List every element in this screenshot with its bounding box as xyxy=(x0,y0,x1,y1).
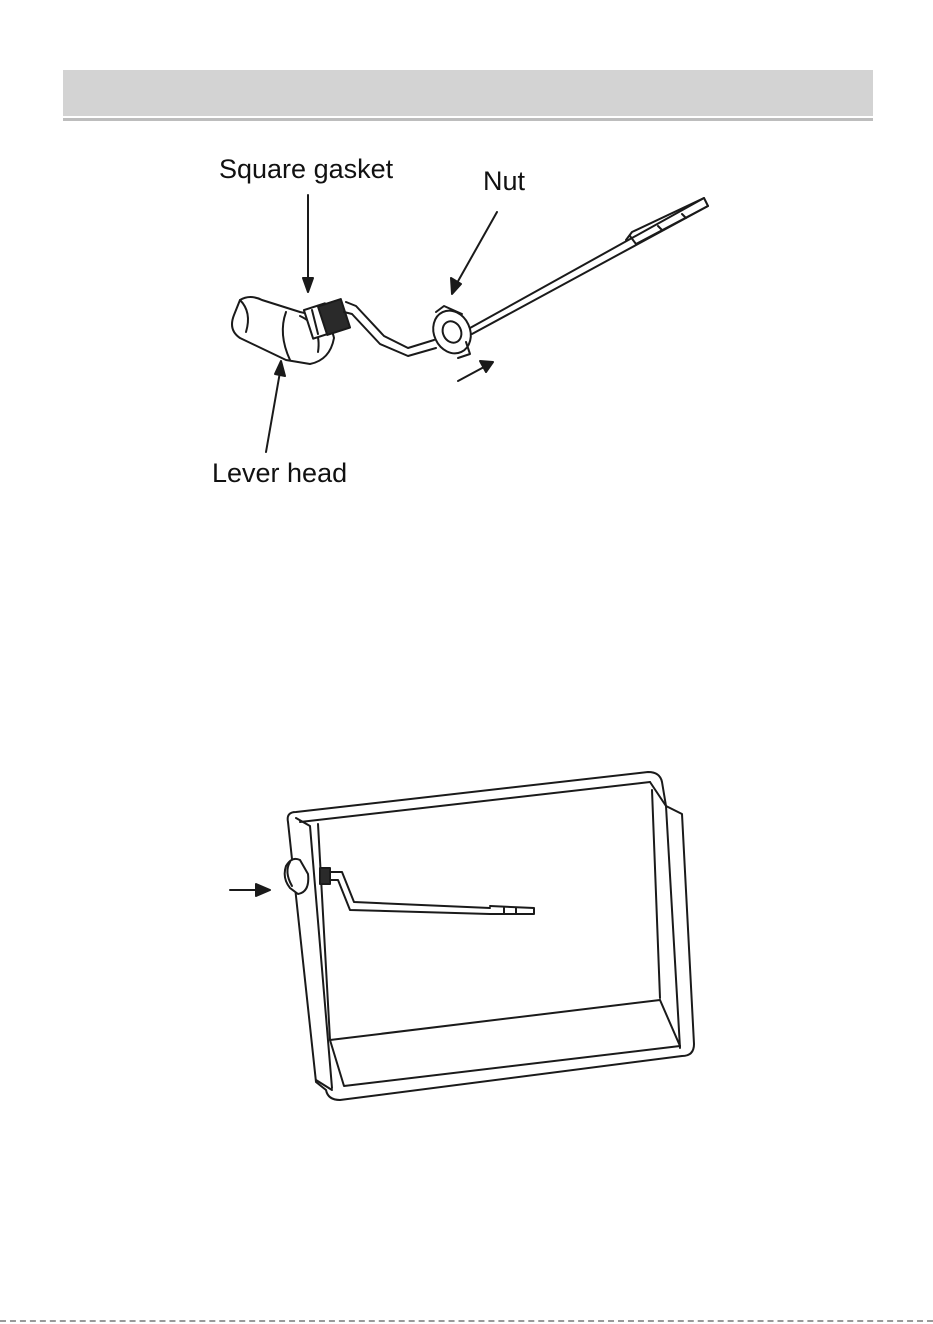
page-bottom-edge xyxy=(0,1320,933,1322)
tank-outline xyxy=(288,772,694,1100)
installed-fitting xyxy=(320,868,330,884)
insert-arrow xyxy=(230,884,270,896)
